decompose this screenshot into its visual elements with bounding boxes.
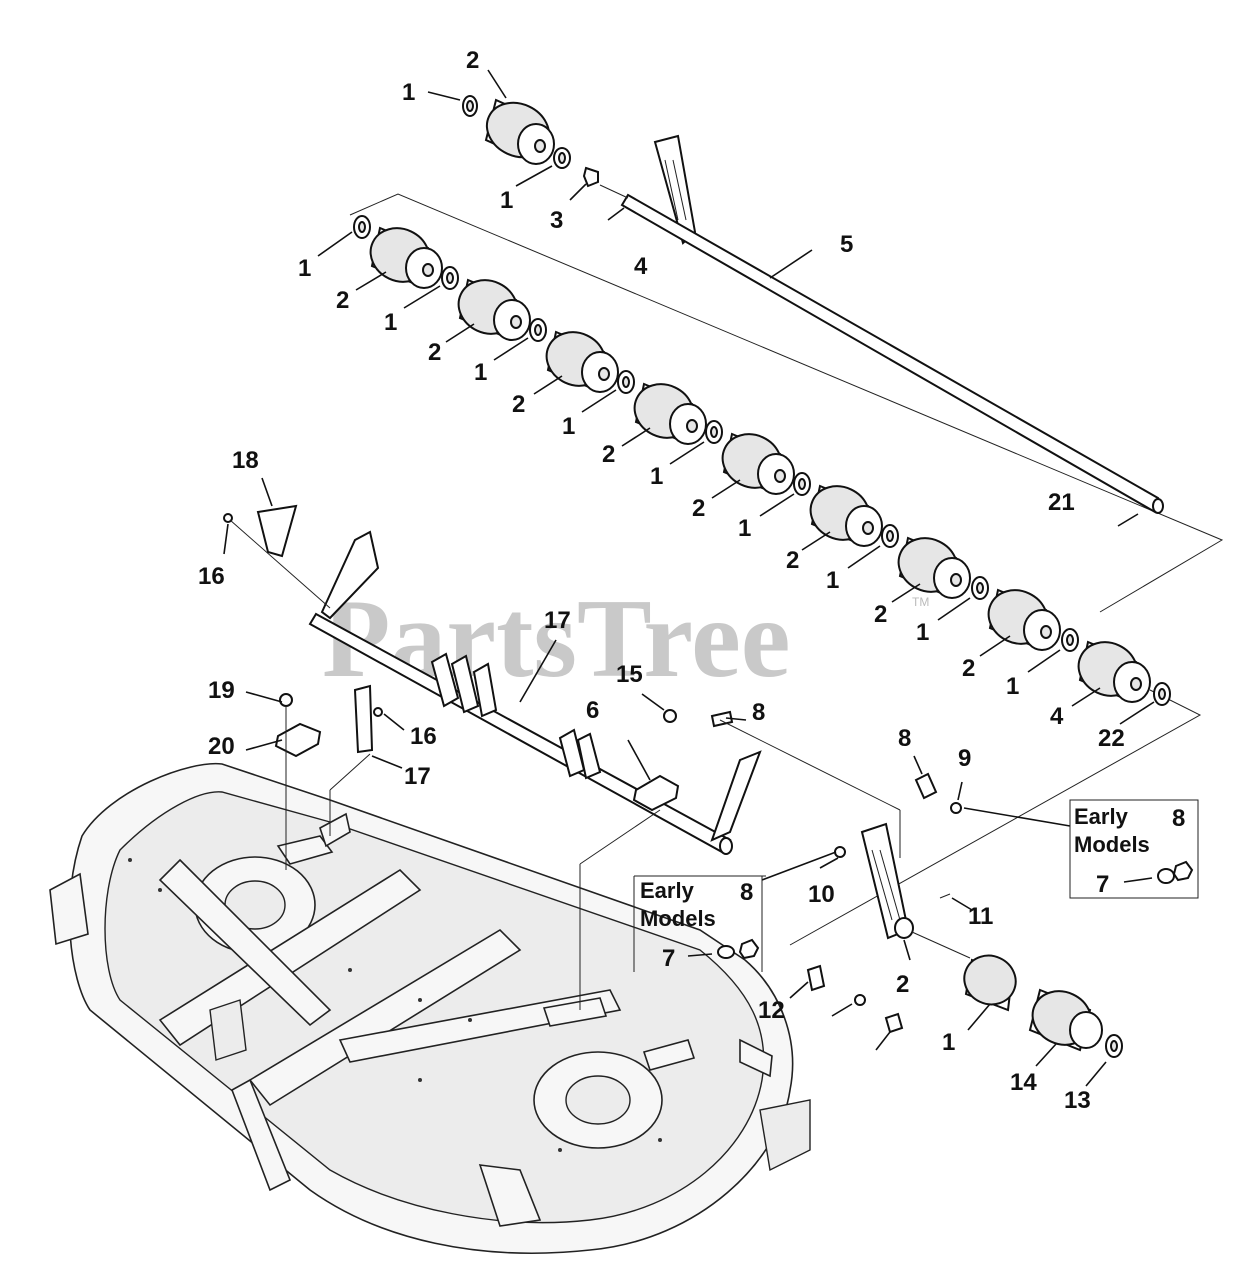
roller-leaders bbox=[317, 69, 1155, 725]
top-roller-assembly bbox=[462, 95, 1164, 527]
callout-2: 2 bbox=[428, 339, 441, 366]
callout-1: 1 bbox=[562, 413, 575, 440]
early-models-right-line1: Early bbox=[1074, 804, 1129, 829]
callout-2: 2 bbox=[466, 47, 479, 74]
callout-19: 16 bbox=[410, 723, 437, 750]
callout-1: 1 bbox=[298, 255, 311, 282]
callout-1: 1 bbox=[738, 515, 751, 542]
roller-row bbox=[353, 215, 1171, 706]
callout-2: 2 bbox=[962, 655, 975, 682]
callout-16: 19 bbox=[208, 677, 235, 704]
callout-1: 22 bbox=[1098, 725, 1125, 752]
callout-17: 6 bbox=[586, 697, 599, 724]
callout-17: 20 bbox=[208, 733, 235, 760]
callout-4: 4 bbox=[634, 253, 648, 280]
early-models-right-part-8: 8 bbox=[1172, 805, 1185, 832]
callout-20: 17 bbox=[404, 763, 431, 790]
hitch-bar-assembly bbox=[223, 504, 901, 1010]
callout-2: 2 bbox=[602, 441, 615, 468]
callout-18: 17 bbox=[544, 607, 571, 634]
early-models-right-line2: Models bbox=[1074, 832, 1150, 857]
callout-11: 1 bbox=[942, 1029, 955, 1056]
callout-2: 2 bbox=[874, 601, 887, 628]
callout-2: 2 bbox=[512, 391, 525, 418]
callout-2: 4 bbox=[1050, 703, 1064, 730]
callout-1: 1 bbox=[474, 359, 487, 386]
callout-14: 12 bbox=[758, 997, 785, 1024]
callout-labels: 2 1 1 3 4 5 1 2 1 2 1 2 1 2 1 2 1 2 1 2 … bbox=[198, 47, 1125, 1114]
early-models-box-left: Early Models 8 7 bbox=[633, 875, 766, 972]
callout-1: 1 bbox=[384, 309, 397, 336]
callout-8: 10 bbox=[808, 881, 835, 908]
callout-4: 21 bbox=[1048, 489, 1075, 516]
early-models-box-right: Early Models 8 7 bbox=[1069, 799, 1199, 899]
callout-1: 13 bbox=[1064, 1087, 1091, 1114]
callout-1: 1 bbox=[500, 187, 513, 214]
callout-21: 16 bbox=[198, 563, 225, 590]
callout-6: 8 bbox=[898, 725, 911, 752]
early-models-left-line2: Models bbox=[640, 906, 716, 931]
watermark: PartsTree bbox=[322, 577, 791, 701]
callout-1: 1 bbox=[916, 619, 929, 646]
callout-3: 3 bbox=[550, 207, 563, 234]
callout-2: 2 bbox=[692, 495, 705, 522]
right-bracket-assembly bbox=[761, 755, 1123, 1087]
callout-2: 14 bbox=[1010, 1069, 1037, 1096]
callout-1: 1 bbox=[1006, 673, 1019, 700]
callout-2: 2 bbox=[336, 287, 349, 314]
early-models-left-part-8: 8 bbox=[740, 879, 753, 906]
callout-9: 11 bbox=[968, 903, 993, 930]
callout-16: 15 bbox=[616, 661, 643, 688]
hitch-leaders bbox=[223, 477, 747, 781]
callout-15: 8 bbox=[752, 699, 765, 726]
callout-8: 9 bbox=[958, 745, 971, 772]
callout-5: 5 bbox=[840, 231, 853, 258]
mower-deck bbox=[49, 762, 811, 1254]
callout-1: 1 bbox=[402, 79, 415, 106]
callout-1: 1 bbox=[826, 567, 839, 594]
early-models-right-part-7: 7 bbox=[1096, 871, 1109, 898]
watermark-trademark: TM bbox=[912, 595, 929, 609]
callout-10: 2 bbox=[896, 971, 909, 998]
callout-1: 1 bbox=[650, 463, 663, 490]
early-models-left-line1: Early bbox=[640, 878, 695, 903]
callout-2: 2 bbox=[786, 547, 799, 574]
early-models-left-part-7: 7 bbox=[662, 945, 675, 972]
callout-22: 18 bbox=[232, 447, 259, 474]
